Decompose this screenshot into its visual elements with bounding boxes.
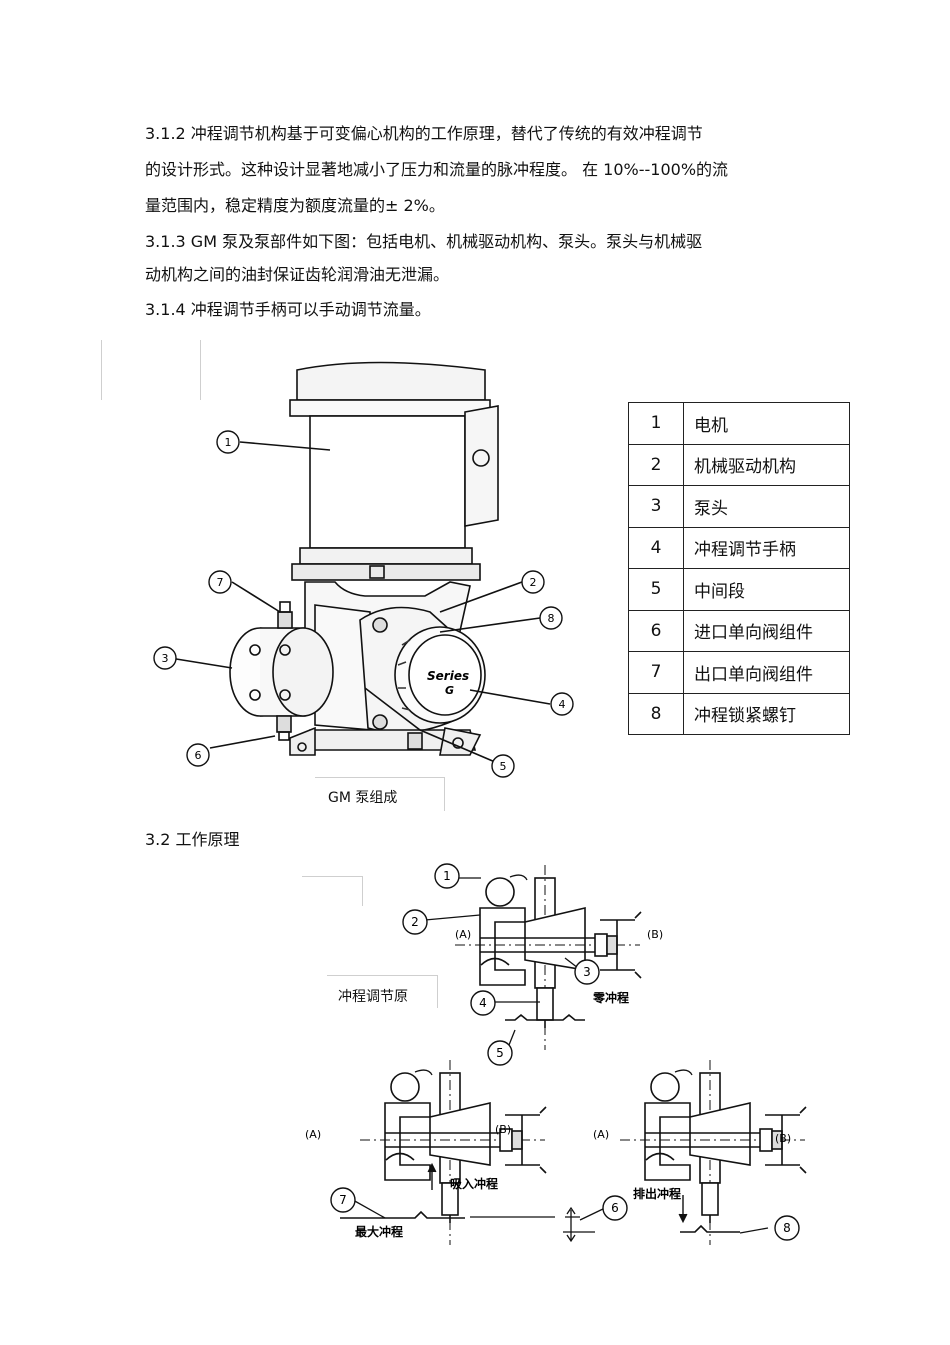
part-name: 泵头 <box>683 485 850 528</box>
caption-frame-line <box>444 777 445 811</box>
scan-artifact-line <box>200 340 201 400</box>
part-number: 3 <box>628 485 684 528</box>
svg-text:最大冲程: 最大冲程 <box>355 1224 403 1239</box>
part-number: 6 <box>628 609 684 652</box>
paragraph-line-3: 量范围内，稳定精度为额度流量的± 2%。 <box>145 196 445 215</box>
part-name: 出口单向阀组件 <box>683 651 850 694</box>
scan-artifact-line <box>437 975 438 1008</box>
part-number: 8 <box>628 692 684 735</box>
svg-text:(A): (A) <box>593 1128 609 1141</box>
callout-7: 7 <box>208 570 232 594</box>
part-name: 冲程调节手柄 <box>683 526 850 569</box>
svg-text:零冲程: 零冲程 <box>592 990 629 1005</box>
paragraph-line-5: 动机构之间的油封保证齿轮润滑油无泄漏。 <box>145 265 450 284</box>
svg-text:4: 4 <box>559 698 566 711</box>
part-number: 7 <box>628 651 684 694</box>
svg-text:吸入冲程: 吸入冲程 <box>450 1176 498 1191</box>
part-number: 1 <box>628 402 684 445</box>
part-name: 机械驱动机构 <box>683 443 850 486</box>
svg-text:(B): (B) <box>495 1123 511 1136</box>
svg-text:6: 6 <box>611 1201 619 1215</box>
figure1-caption: GM 泵组成 <box>328 790 398 806</box>
part-number: 5 <box>628 568 684 611</box>
svg-text:6: 6 <box>195 749 202 762</box>
callout-8: 8 <box>774 1215 800 1241</box>
callout-5: 5 <box>487 1040 513 1066</box>
svg-text:(A): (A) <box>305 1128 321 1141</box>
svg-text:(B): (B) <box>775 1132 791 1145</box>
part-name: 冲程锁紧螺钉 <box>683 692 850 735</box>
svg-text:(A): (A) <box>455 928 471 941</box>
callout-6: 6 <box>602 1195 628 1221</box>
svg-text:7: 7 <box>217 576 224 589</box>
zero-stroke-diagram: (A) (B) 零冲程 <box>454 864 663 1051</box>
paragraph-line-2: 的设计形式。这种设计显著地减小了压力和流量的脉冲程度。 在 10%--100%的… <box>145 160 729 179</box>
knob-g-text: G <box>445 684 454 697</box>
callout-1: 1 <box>434 863 460 889</box>
callout-3: 3 <box>153 646 177 670</box>
callout-7: 7 <box>330 1187 356 1213</box>
scan-artifact-line <box>327 975 437 976</box>
svg-text:2: 2 <box>530 576 537 589</box>
callout-4: 4 <box>550 692 574 716</box>
caption-frame-line <box>315 777 445 778</box>
svg-text:1: 1 <box>225 436 232 449</box>
svg-text:(B): (B) <box>647 928 663 941</box>
part-number: 2 <box>628 443 684 486</box>
svg-text:2: 2 <box>411 915 419 929</box>
figure2-caption: 冲程调节原 <box>338 989 408 1005</box>
callout-1: 1 <box>216 430 240 454</box>
callout-2: 2 <box>402 909 428 935</box>
part-name: 进口单向阀组件 <box>683 609 850 652</box>
svg-text:4: 4 <box>479 996 487 1010</box>
callout-2: 2 <box>521 570 545 594</box>
svg-text:排出冲程: 排出冲程 <box>633 1186 681 1201</box>
callout-4: 4 <box>470 990 496 1016</box>
svg-text:3: 3 <box>583 965 591 979</box>
callout-6: 6 <box>186 743 210 767</box>
callout-3: 3 <box>574 959 600 985</box>
svg-text:8: 8 <box>548 612 555 625</box>
part-number: 4 <box>628 526 684 569</box>
scan-artifact-line <box>302 876 362 877</box>
svg-text:1: 1 <box>443 869 451 883</box>
pump-assembly-figure: Series G 1 7 3 6 2 8 4 5 <box>153 361 574 778</box>
paragraph-line-4: 3.1.3 GM 泵及泵部件如下图：包括电机、机械驱动机构、泵头。泵头与机械驱 <box>145 232 703 251</box>
svg-text:5: 5 <box>500 760 507 773</box>
knob-series-text: Series <box>427 669 469 683</box>
scan-artifact-line <box>362 876 363 906</box>
section-heading: 3.2 工作原理 <box>145 830 240 849</box>
suction-stroke-diagram: (A) (B) 吸入冲程 最大冲程 <box>305 1059 547 1246</box>
paragraph-line-6: 3.1.4 冲程调节手柄可以手动调节流量。 <box>145 300 431 319</box>
part-name: 电机 <box>683 402 850 445</box>
callout-8: 8 <box>539 606 563 630</box>
svg-text:8: 8 <box>783 1221 791 1235</box>
paragraph-line-1: 3.1.2 冲程调节机构基于可变偏心机构的工作原理，替代了传统的有效冲程调节 <box>145 124 703 143</box>
stroke-principle-figure: (A) (B) 零冲程 (A) (B) 吸入冲程 最大冲程 (A) (B) 排出… <box>305 863 807 1246</box>
callout-5: 5 <box>491 754 515 778</box>
svg-text:5: 5 <box>496 1046 504 1060</box>
scan-artifact-line <box>101 340 102 400</box>
svg-text:7: 7 <box>339 1193 347 1207</box>
discharge-stroke-diagram: (A) (B) 排出冲程 <box>593 1059 807 1246</box>
part-name: 中间段 <box>683 568 850 611</box>
svg-text:3: 3 <box>162 652 169 665</box>
